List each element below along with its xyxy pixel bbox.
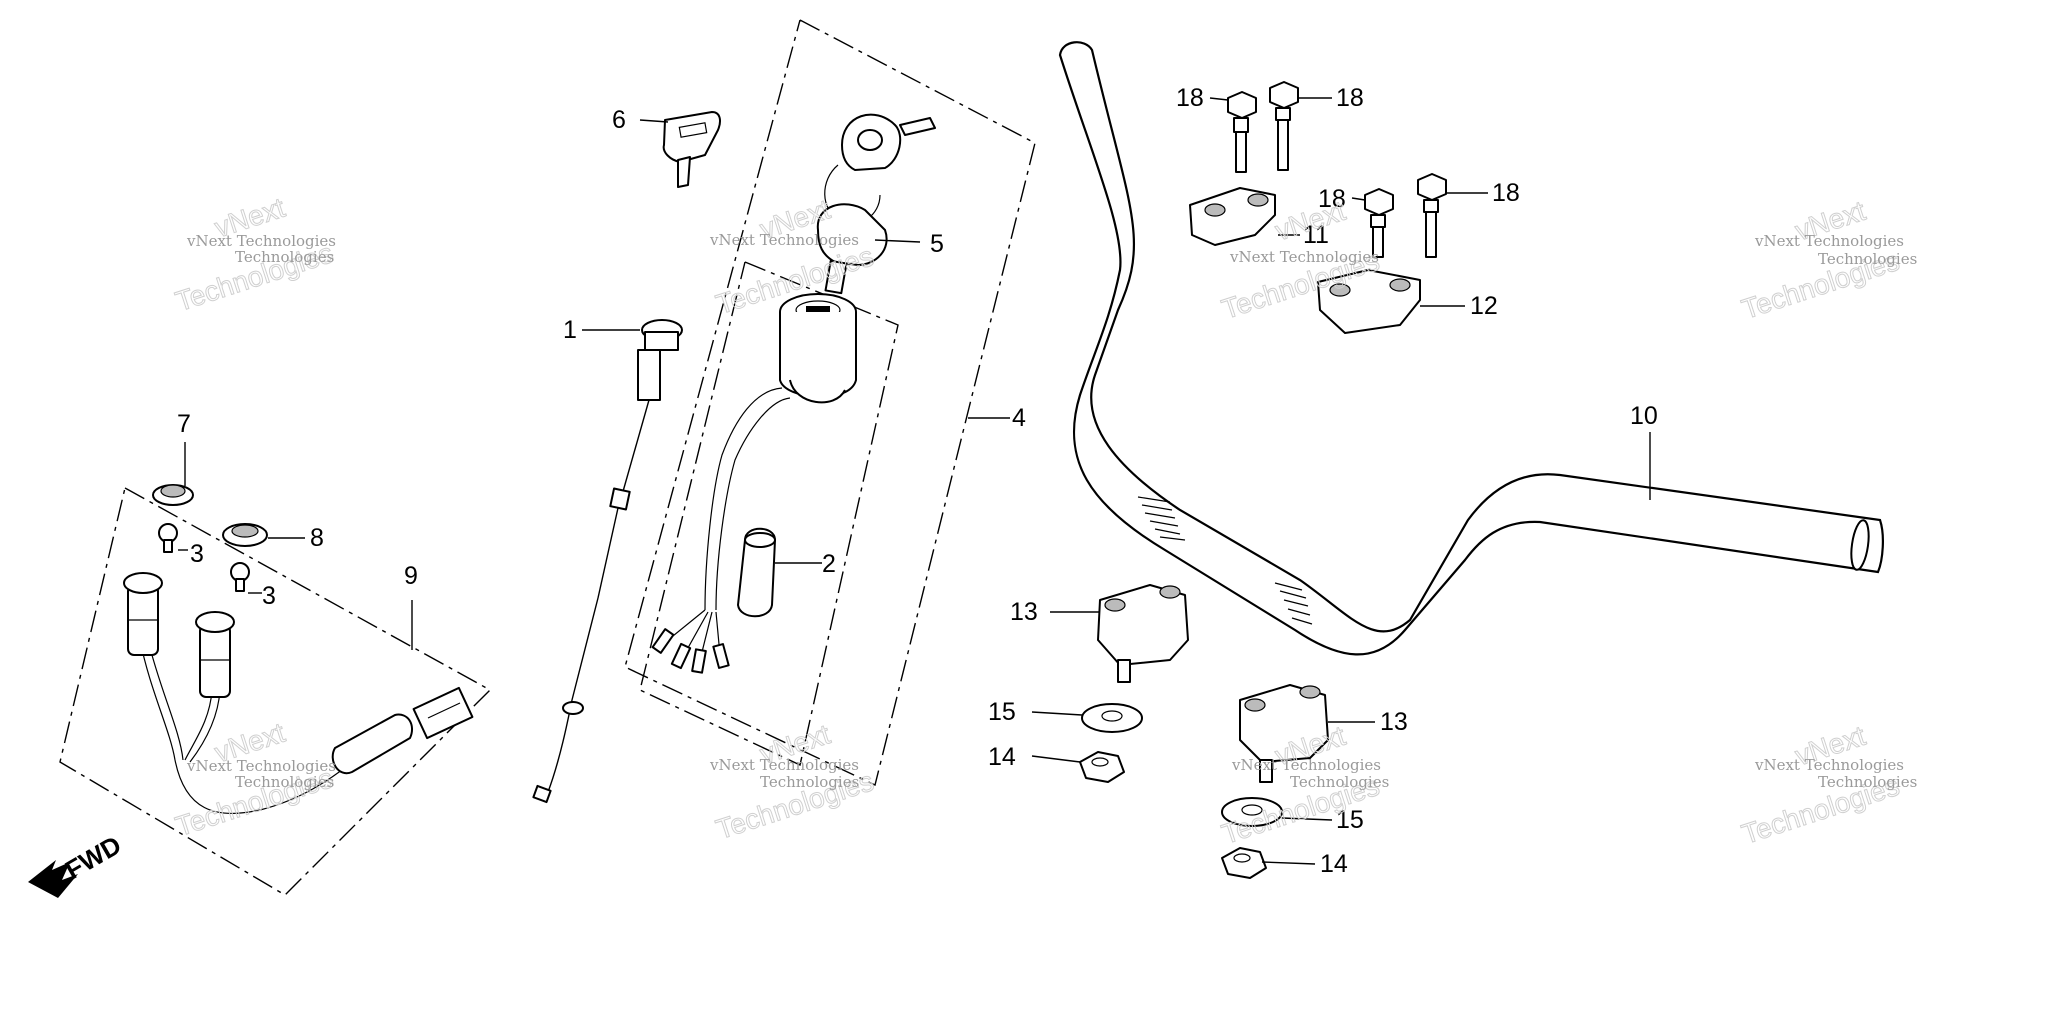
callout-4: 4 — [1012, 404, 1026, 432]
callout-6: 6 — [612, 106, 626, 134]
callout-11: 11 — [1303, 221, 1329, 249]
callout-18b: 18 — [1336, 84, 1364, 112]
watermark-7-text-b: Technologies — [1290, 773, 1389, 791]
callout-18a: 18 — [1176, 84, 1204, 112]
callout-2: 2 — [822, 550, 836, 578]
watermark-1-text: vNext Technologies — [186, 232, 336, 250]
bolt-18a — [1227, 91, 1257, 173]
ignition-switch-inner-frame — [639, 261, 899, 767]
watermark-6-text-b: Technologies — [760, 773, 859, 791]
watermark-7-text: vNext Technologies — [1231, 756, 1381, 774]
callout-14a: 14 — [988, 743, 1016, 771]
handlebar — [1058, 41, 1884, 656]
watermark-3-text: vNext Technologies — [1229, 248, 1379, 266]
washer-15b — [1221, 797, 1283, 827]
bolt-18b — [1269, 81, 1299, 171]
callout-15b: 15 — [1336, 806, 1364, 834]
watermark-8-text: vNext Technologies — [1754, 756, 1904, 774]
leader-lines — [178, 97, 1651, 865]
callout-18c: 18 — [1318, 185, 1346, 213]
nut-14b — [1221, 847, 1267, 879]
watermark-4-text-b: Technologies — [1818, 250, 1917, 268]
bulb-3a — [158, 523, 178, 553]
callout-9: 9 — [404, 562, 418, 590]
fwd-direction-indicator: FWD — [28, 830, 126, 898]
bulb-socket-8 — [222, 523, 268, 547]
callout-18d: 18 — [1492, 179, 1520, 207]
upper-holder-11 — [1189, 187, 1276, 246]
callout-15a: 15 — [988, 698, 1016, 726]
callout-14b: 14 — [1320, 850, 1348, 878]
watermark-4-text: vNext Technologies — [1754, 232, 1904, 250]
nut-14a — [1079, 751, 1125, 783]
lower-holder-13b — [1239, 684, 1329, 783]
callout-8: 8 — [310, 524, 324, 552]
wire-harness — [123, 572, 474, 815]
callout-13b: 13 — [1380, 708, 1408, 736]
callout-3b: 3 — [262, 582, 276, 610]
watermark-5-text: vNext Technologies — [186, 757, 336, 775]
bulb-3b — [230, 562, 250, 592]
ignition-switch — [651, 293, 857, 674]
callout-7: 7 — [177, 410, 191, 438]
washer-15a — [1081, 703, 1143, 733]
watermark-2-text: vNext Technologies — [709, 231, 859, 249]
callout-10: 10 — [1630, 402, 1658, 430]
watermark-6-text: vNext Technologies — [709, 756, 859, 774]
bolt-18c — [1364, 188, 1394, 258]
callout-13a: 13 — [1010, 598, 1038, 626]
choke-cable — [532, 319, 683, 804]
fwd-arrow-icon — [28, 860, 78, 898]
upper-holder-12 — [1317, 269, 1421, 334]
ignition-switch-frame — [624, 19, 1036, 786]
key-6 — [662, 111, 721, 188]
bolt-18d — [1417, 173, 1447, 258]
callout-1: 1 — [563, 316, 577, 344]
wire-harness-frame — [59, 487, 492, 896]
watermark-8-text-b: Technologies — [1818, 773, 1917, 791]
callout-labels: 1 2 3 3 4 5 6 7 8 9 10 11 12 13 13 14 14… — [177, 84, 1658, 878]
bulb-socket-7 — [152, 484, 194, 506]
watermark-1-text-b: Technologies — [235, 248, 334, 266]
fwd-label: FWD — [60, 830, 126, 886]
watermark-5-text-b: Technologies — [235, 773, 334, 791]
callout-12: 12 — [1470, 292, 1498, 320]
callout-5: 5 — [930, 230, 944, 258]
key-set — [816, 113, 936, 295]
callout-3a: 3 — [190, 540, 204, 568]
lower-holder-13a — [1097, 584, 1189, 683]
rubber-cap — [737, 527, 776, 618]
